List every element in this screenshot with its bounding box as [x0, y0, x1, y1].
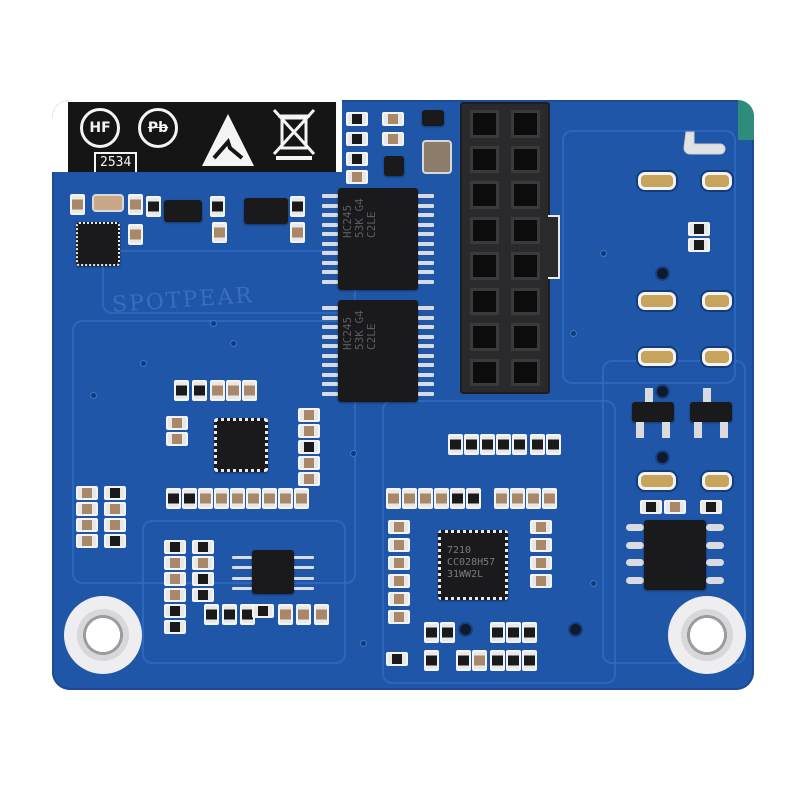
header-key-tab [548, 215, 560, 279]
transistor-pin [694, 422, 702, 438]
header-socket [470, 145, 499, 173]
through-hole [568, 622, 583, 637]
pin-header-2x8[interactable] [460, 102, 550, 394]
ic-pins-left [626, 524, 644, 584]
lead-free-icon: Pb [138, 108, 178, 148]
sot-chip [164, 200, 202, 222]
via [140, 360, 147, 367]
header-socket [470, 323, 499, 351]
chip-marking: HC245 53K G4 C2LE [341, 198, 378, 238]
transistor-pin [703, 388, 711, 402]
via [90, 392, 97, 399]
date-code: 2534 [94, 152, 138, 172]
solder-pad [702, 172, 732, 190]
sot-chip [244, 198, 288, 224]
header-socket [511, 145, 540, 173]
via [590, 580, 597, 587]
via [230, 340, 237, 347]
mounting-hole-left [64, 596, 142, 674]
chip-marking: HC245 53K G4 C2LE [341, 310, 378, 350]
through-hole [655, 266, 670, 281]
solder-pad [638, 472, 676, 490]
header-socket [470, 287, 499, 315]
hc245-buffer-chip-bottom: HC245 53K G4 C2LE [338, 300, 418, 402]
l-shaped-pad [683, 131, 726, 155]
via [600, 250, 607, 257]
header-socket [511, 287, 540, 315]
esd-warning-icon [202, 114, 254, 166]
header-socket [470, 181, 499, 209]
trace [142, 520, 346, 664]
trace [382, 400, 616, 684]
header-socket [511, 252, 540, 280]
solder-pad [702, 348, 732, 366]
solder-pad [702, 292, 732, 310]
ic-pins-right [418, 306, 434, 396]
via [350, 450, 357, 457]
header-socket [470, 252, 499, 280]
transistor-pin [662, 422, 670, 438]
weee-bin-icon [272, 108, 316, 160]
ic-pins-right [706, 524, 724, 584]
qfn-chip-top-left [76, 222, 120, 266]
hc245-buffer-chip-top: HC245 53K G4 C2LE [338, 188, 418, 290]
qfn-controller-chip: 7210 CC028H57 31WW2L [438, 530, 508, 600]
qfn-chip-left [214, 418, 268, 472]
header-socket [511, 323, 540, 351]
sot-chip [384, 156, 404, 176]
solder-pad [638, 348, 676, 366]
header-socket [511, 358, 540, 386]
transistor-pin [636, 422, 644, 438]
msop-chip [252, 550, 294, 594]
header-socket [511, 110, 540, 138]
header-socket [511, 181, 540, 209]
diode [422, 110, 444, 126]
header-socket [470, 216, 499, 244]
through-hole [655, 450, 670, 465]
mounting-hole-right [668, 596, 746, 674]
through-hole [655, 384, 670, 399]
halogen-free-icon: HF [80, 108, 120, 148]
ic-pins-left [232, 556, 252, 590]
via [210, 320, 217, 327]
through-hole [458, 622, 473, 637]
solder-pad [638, 292, 676, 310]
ic-pins-right [418, 194, 434, 284]
via [570, 330, 577, 337]
ic-pins-left [322, 306, 338, 396]
transistor-pin [645, 388, 653, 402]
ic-pins-right [294, 556, 314, 590]
solder-pad [702, 472, 732, 490]
via [360, 640, 367, 647]
header-socket [470, 358, 499, 386]
ic-pins-left [322, 194, 338, 284]
sot23-transistor [632, 402, 674, 422]
chip-marking: 7210 CC028H57 31WW2L [447, 545, 496, 580]
crystal-component [92, 194, 124, 212]
transistor-pin [720, 422, 728, 438]
soic8-chip [644, 520, 706, 590]
sot23-transistor [690, 402, 732, 422]
compliance-label: HF Pb 2534 [68, 102, 336, 172]
board-edge-tint [738, 100, 754, 140]
header-socket [511, 216, 540, 244]
header-socket [470, 110, 499, 138]
buzzer-component [422, 140, 452, 174]
solder-pad [638, 172, 676, 190]
trace [562, 130, 736, 384]
